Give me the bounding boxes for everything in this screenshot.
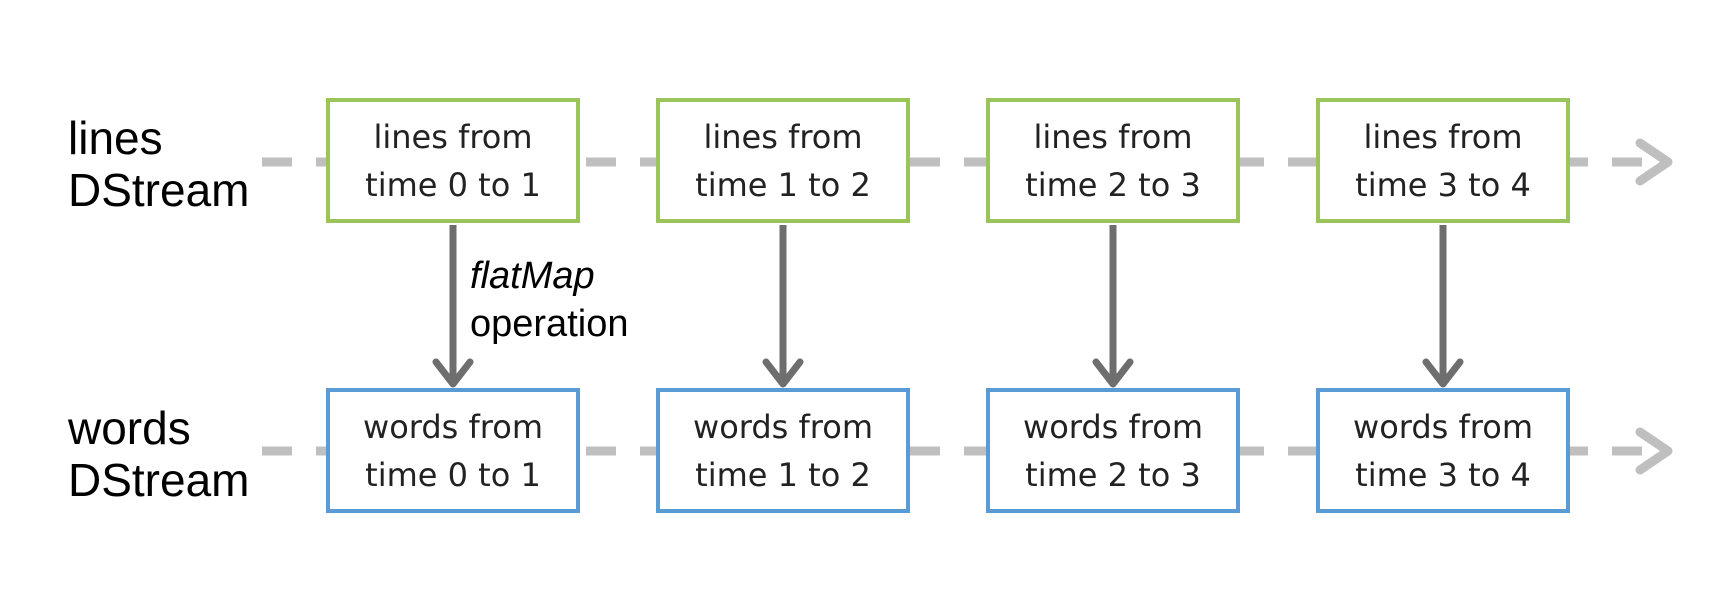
lines-rdd-box-2: lines from time 2 to 3 <box>986 98 1240 223</box>
box-text-line2: time 1 to 2 <box>695 165 871 204</box>
box-text-line2: time 1 to 2 <box>695 455 871 494</box>
words-rdd-box-0: words from time 0 to 1 <box>326 388 580 513</box>
words-rdd-box-2: words from time 2 to 3 <box>986 388 1240 513</box>
words-rdd-box-3: words from time 3 to 4 <box>1316 388 1570 513</box>
lines-rdd-box-3: lines from time 3 to 4 <box>1316 98 1570 223</box>
words-rdd-box-1: words from time 1 to 2 <box>656 388 910 513</box>
box-text-line1: words from <box>1353 407 1533 446</box>
box-text-line1: words from <box>693 407 873 446</box>
box-text-line2: time 3 to 4 <box>1355 455 1531 494</box>
lines-rdd-box-0: lines from time 0 to 1 <box>326 98 580 223</box>
lines-dstream-label-line1: lines <box>68 112 163 164</box>
box-text-line2: time 0 to 1 <box>365 455 541 494</box>
lines-rdd-box-1: lines from time 1 to 2 <box>656 98 910 223</box>
words-dstream-label-line1: words <box>68 402 191 454</box>
arrow-down-icon <box>432 358 474 388</box>
box-text-line1: words from <box>1023 407 1203 446</box>
box-text-line1: lines from <box>373 117 533 156</box>
lines-dstream-label-line2: DStream <box>68 164 250 216</box>
box-text-line1: lines from <box>1363 117 1523 156</box>
flatmap-arrow-3 <box>1422 225 1464 388</box>
words-dstream-label-line2: DStream <box>68 454 250 506</box>
box-text-line1: words from <box>363 407 543 446</box>
box-text-line2: time 2 to 3 <box>1025 455 1201 494</box>
lines-dstream-label: lines DStream <box>68 112 249 216</box>
words-dstream-label: words DStream <box>68 402 249 506</box>
flatmap-arrow-2 <box>1092 225 1134 388</box>
arrow-down-icon <box>762 358 804 388</box>
lines-timeline-arrowhead-icon <box>1635 138 1673 186</box>
flatmap-operation-label: flatMap operation <box>470 252 628 348</box>
flatmap-arrow-1 <box>762 225 804 388</box>
arrow-down-icon <box>1422 358 1464 388</box>
box-text-line2: time 3 to 4 <box>1355 165 1531 204</box>
flatmap-arrow-0 <box>432 225 474 388</box>
words-timeline-arrowhead-icon <box>1635 427 1673 475</box>
box-text-line2: time 2 to 3 <box>1025 165 1201 204</box>
arrow-down-icon <box>1092 358 1134 388</box>
box-text-line2: time 0 to 1 <box>365 165 541 204</box>
operation-name: flatMap <box>470 255 595 297</box>
box-text-line1: lines from <box>703 117 863 156</box>
operation-word: operation <box>470 303 629 345</box>
box-text-line1: lines from <box>1033 117 1193 156</box>
